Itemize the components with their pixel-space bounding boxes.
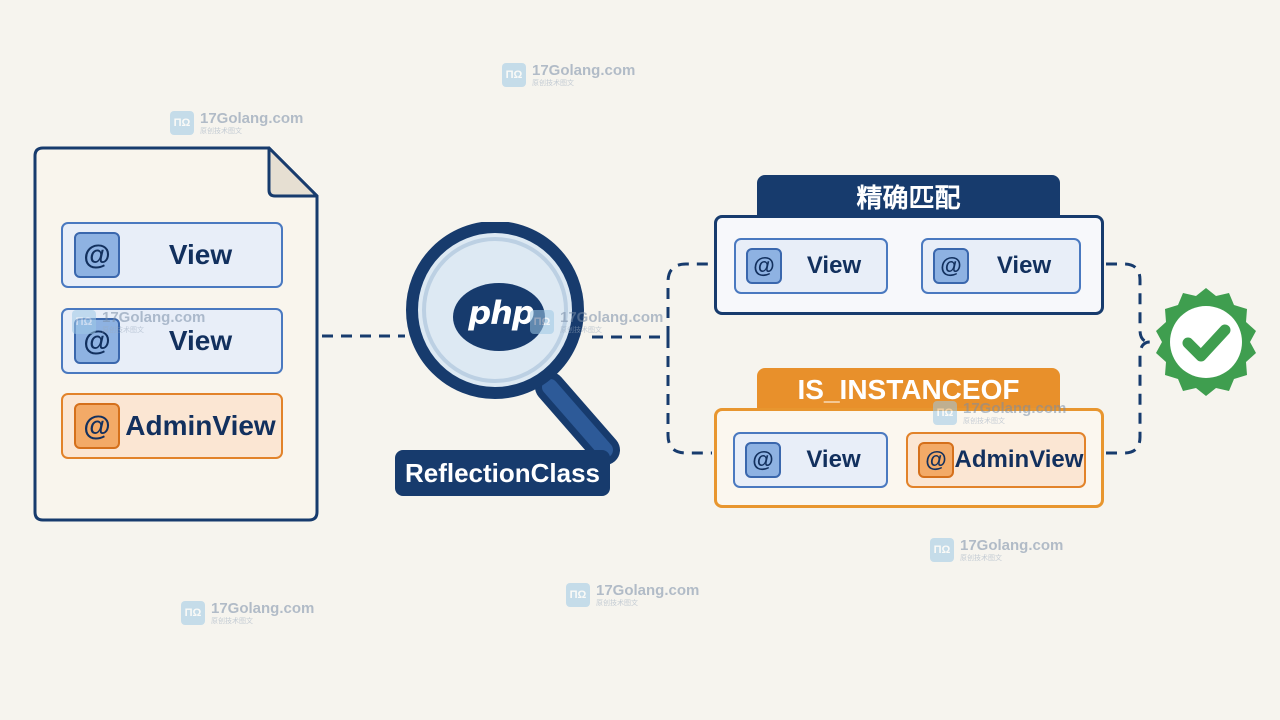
- watermark-logo-icon: ΠΩ: [170, 111, 194, 135]
- watermark-subtext: 原创技术图文: [560, 326, 602, 334]
- watermark-logo-icon: ΠΩ: [181, 601, 205, 625]
- magnifier-icon: [406, 222, 620, 465]
- instanceof-adminview: @ AdminView: [906, 432, 1086, 488]
- doc-annotation-view-2: @ View: [61, 308, 283, 374]
- watermark-text: 17Golang.com: [532, 62, 636, 79]
- watermark-text: 17Golang.com: [963, 400, 1067, 417]
- doc-annotation-adminview: @ AdminView: [61, 393, 283, 459]
- watermark-logo-icon: ΠΩ: [530, 310, 554, 334]
- watermark-text: 17Golang.com: [200, 110, 304, 127]
- connector-branch-top: [666, 262, 712, 337]
- exact-match-view-2: @ View: [921, 238, 1081, 294]
- watermark-subtext: 原创技术图文: [200, 127, 242, 135]
- watermark-text: 17Golang.com: [560, 309, 664, 326]
- annotation-label: View: [168, 239, 233, 270]
- annotation-label: View: [996, 252, 1052, 279]
- php-logo-badge: [453, 283, 545, 351]
- connector-exact-to-check: [1106, 262, 1151, 344]
- at-symbol-icon: @: [745, 442, 781, 478]
- at-symbol-icon: @: [918, 442, 954, 478]
- watermark-subtext: 原创技术图文: [963, 417, 1005, 425]
- instanceof-header: IS_INSTANCEOF: [757, 368, 1060, 412]
- watermark-logo-icon: ΠΩ: [566, 583, 590, 607]
- watermark-text: 17Golang.com: [102, 309, 206, 326]
- at-symbol-icon: @: [746, 248, 782, 284]
- watermark-logo-icon: ΠΩ: [72, 310, 96, 334]
- check-badge-icon: [1156, 288, 1256, 396]
- connector-instance-to-check: [1106, 340, 1151, 455]
- annotation-label: AdminView: [125, 410, 276, 441]
- annotation-label: AdminView: [954, 446, 1084, 473]
- exact-match-header: 精确匹配: [757, 175, 1060, 217]
- php-logo-text: php: [468, 294, 535, 332]
- reflection-class-label: ReflectionClass: [395, 450, 610, 496]
- annotation-label: View: [806, 252, 862, 279]
- watermark-subtext: 原创技术图文: [532, 79, 574, 87]
- exact-match-view-1: @ View: [734, 238, 888, 294]
- watermark-logo-icon: ΠΩ: [930, 538, 954, 562]
- instanceof-view: @ View: [733, 432, 888, 488]
- annotation-label: View: [806, 446, 861, 473]
- watermark-subtext: 原创技术图文: [960, 554, 1002, 562]
- doc-annotation-view-1: @ View: [61, 222, 283, 288]
- annotation-label: View: [168, 325, 233, 356]
- watermark-text: 17Golang.com: [211, 600, 315, 617]
- watermark-logo-icon: ΠΩ: [502, 63, 526, 87]
- watermark-subtext: 原创技术图文: [211, 617, 253, 625]
- watermark-text: 17Golang.com: [596, 582, 700, 599]
- watermark-subtext: 原创技术图文: [596, 599, 638, 607]
- watermark-text: 17Golang.com: [960, 537, 1064, 554]
- watermark-logo-icon: ΠΩ: [933, 401, 957, 425]
- watermark-subtext: 原创技术图文: [102, 326, 144, 334]
- at-symbol-icon: @: [74, 403, 120, 449]
- connector-branch-bottom: [666, 337, 712, 455]
- at-symbol-icon: @: [933, 248, 969, 284]
- at-symbol-icon: @: [74, 232, 120, 278]
